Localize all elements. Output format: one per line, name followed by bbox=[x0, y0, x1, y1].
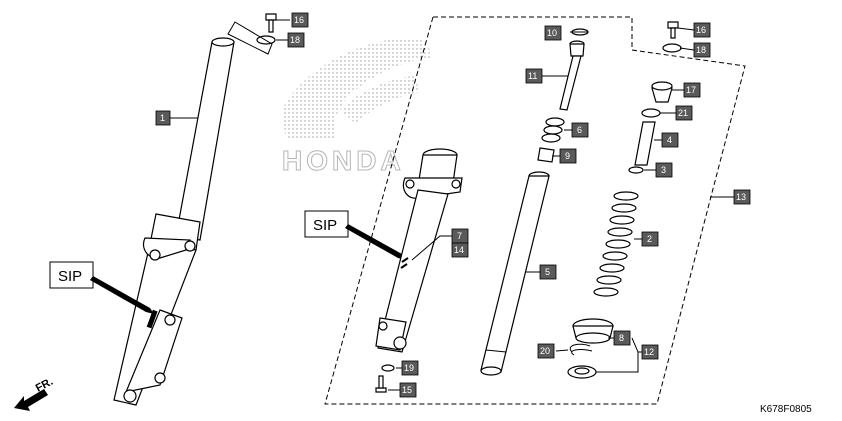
fork-leg-assembly bbox=[113, 37, 235, 406]
callout-18-left: 18 bbox=[287, 32, 305, 48]
front-direction-indicator: FR. bbox=[14, 376, 55, 411]
callout-number: 3 bbox=[661, 165, 666, 175]
callout-number: 9 bbox=[565, 151, 570, 161]
callout-16-right: 16 bbox=[693, 22, 711, 38]
callout-17: 17 bbox=[683, 82, 701, 98]
callout-13: 13 bbox=[733, 189, 751, 205]
callout-16-left: 16 bbox=[291, 12, 309, 28]
damper-rod-parts bbox=[537, 28, 589, 163]
callout-number: 16 bbox=[294, 15, 304, 25]
callout-1: 1 bbox=[155, 110, 171, 126]
callout-number: 7 bbox=[457, 231, 462, 241]
callout-number: 4 bbox=[667, 135, 672, 145]
sip-label-center: SIP bbox=[313, 217, 337, 234]
callout-5: 5 bbox=[539, 264, 557, 280]
callout-number: 8 bbox=[619, 333, 624, 343]
honda-watermark-text: HONDA bbox=[282, 145, 405, 176]
callout-number: 10 bbox=[547, 28, 557, 38]
callout-number: 20 bbox=[540, 346, 550, 356]
callout-number: 15 bbox=[402, 385, 412, 395]
leader-lines bbox=[170, 19, 734, 391]
callout-12: 12 bbox=[641, 344, 659, 360]
callout-number: 2 bbox=[647, 234, 652, 244]
callout-number: 16 bbox=[696, 25, 706, 35]
spring-stack bbox=[593, 21, 682, 297]
left-top-bolt bbox=[227, 13, 277, 55]
figure-code: K678F0805 bbox=[760, 404, 812, 415]
callout-21: 21 bbox=[675, 105, 693, 121]
callout-8: 8 bbox=[613, 330, 631, 346]
front-direction-label: FR. bbox=[34, 376, 55, 395]
sip-note-center: SIP bbox=[304, 210, 406, 260]
honda-wing-watermark: HONDA bbox=[282, 37, 431, 177]
callout-4: 4 bbox=[661, 132, 679, 148]
callout-number: 17 bbox=[686, 85, 696, 95]
fork-assembly-boundary bbox=[324, 16, 746, 405]
fork-slider bbox=[375, 148, 463, 353]
callout-number: 18 bbox=[696, 45, 706, 55]
callout-number: 14 bbox=[454, 245, 464, 255]
callout-15: 15 bbox=[399, 382, 417, 398]
callout-number: 5 bbox=[545, 267, 550, 277]
callout-number: 12 bbox=[644, 347, 654, 357]
callout-number: 18 bbox=[290, 35, 300, 45]
callout-2: 2 bbox=[641, 231, 659, 247]
callout-number: 11 bbox=[528, 71, 537, 81]
slider-bolt-washer bbox=[375, 364, 395, 393]
callout-10: 10 bbox=[544, 25, 562, 41]
callout-6: 6 bbox=[571, 122, 589, 138]
seal-parts bbox=[567, 318, 614, 379]
callout-18-right: 18 bbox=[693, 42, 711, 58]
callout-number: 13 bbox=[736, 192, 746, 202]
callout-14: 14 bbox=[451, 242, 469, 258]
callout-number: 1 bbox=[160, 113, 165, 123]
callout-11: 11 bbox=[525, 68, 543, 84]
callout-20: 20 bbox=[537, 343, 555, 359]
sip-label-left: SIP bbox=[58, 268, 82, 285]
callout-19: 19 bbox=[401, 360, 419, 376]
fork-pipe bbox=[480, 171, 550, 376]
callout-3: 3 bbox=[655, 162, 673, 178]
callout-number: 6 bbox=[577, 125, 582, 135]
callout-7: 7 bbox=[451, 228, 469, 244]
callout-9: 9 bbox=[559, 148, 577, 164]
sip-note-left: SIP bbox=[49, 261, 154, 314]
main-spring-coils bbox=[593, 191, 639, 297]
callout-number: 21 bbox=[678, 108, 688, 118]
callout-number: 19 bbox=[404, 363, 414, 373]
